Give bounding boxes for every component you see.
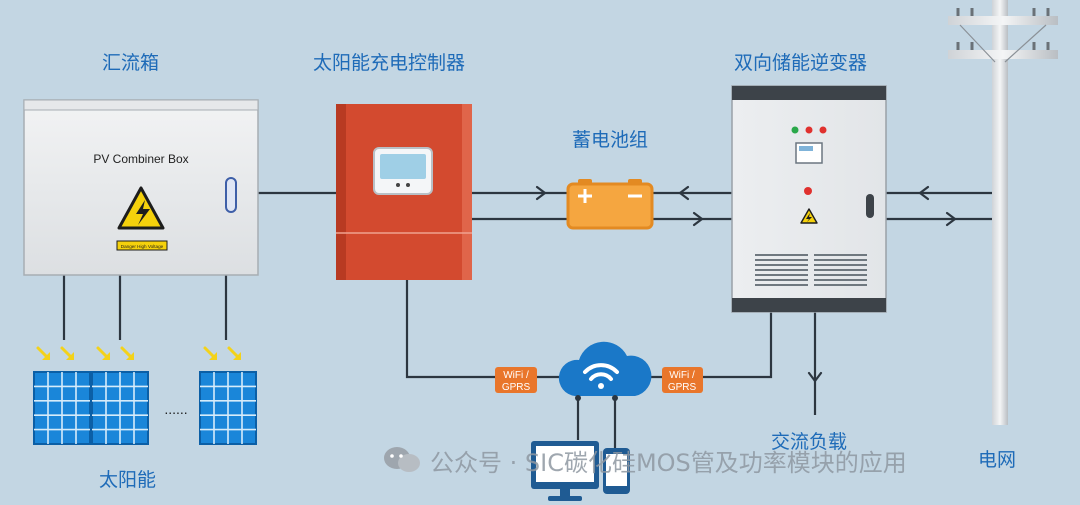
solar-panel-icon bbox=[199, 346, 257, 445]
svg-text:WiFi /: WiFi / bbox=[503, 370, 529, 381]
label-inverter: 双向储能逆变器 bbox=[734, 52, 868, 74]
svg-text:GPRS: GPRS bbox=[668, 382, 697, 393]
label-solar: 太阳能 bbox=[99, 469, 157, 491]
bidirectional-inverter bbox=[731, 85, 887, 313]
comm-badge-left: WiFi / GPRS bbox=[495, 367, 537, 393]
label-charge-controller: 太阳能充电控制器 bbox=[313, 52, 466, 74]
label-battery-bank: 蓄电池组 bbox=[572, 129, 649, 151]
label-ac-load: 交流负载 bbox=[771, 431, 848, 453]
high-voltage-warning-icon bbox=[800, 208, 818, 224]
cloud-wifi-icon bbox=[558, 341, 652, 396]
solar-panel-icon bbox=[91, 346, 149, 445]
panel-ellipsis: ...... bbox=[164, 401, 187, 417]
svg-text:WiFi /: WiFi / bbox=[669, 370, 695, 381]
label-combiner-box: 汇流箱 bbox=[102, 52, 160, 74]
solar-charge-controller bbox=[336, 104, 472, 280]
latch-handle bbox=[225, 177, 237, 213]
danger-label-text: Danger High Voltage bbox=[121, 244, 164, 249]
smartphone-icon bbox=[603, 448, 630, 494]
utility-pole-icon bbox=[948, 0, 1058, 425]
svg-text:GPRS: GPRS bbox=[502, 382, 531, 393]
combiner-box-title: PV Combiner Box bbox=[93, 152, 188, 166]
wechat-icon bbox=[384, 447, 420, 472]
flow-arrows bbox=[535, 185, 957, 383]
arrow-down bbox=[807, 371, 823, 383]
desktop-monitor-icon bbox=[531, 441, 599, 501]
pv-combiner-box bbox=[23, 99, 259, 276]
comm-badge-right: WiFi / GPRS bbox=[662, 367, 703, 393]
watermark-text: 公众号 · SIC碳化硅MOS管及功率模块的应用 bbox=[430, 449, 907, 477]
battery-icon bbox=[566, 179, 654, 230]
inverter-handle bbox=[866, 194, 874, 218]
solar-panel-icon bbox=[33, 346, 91, 445]
high-voltage-warning-icon bbox=[117, 186, 165, 230]
label-grid: 电网 bbox=[978, 449, 1017, 471]
danger-label-plate bbox=[116, 240, 168, 251]
